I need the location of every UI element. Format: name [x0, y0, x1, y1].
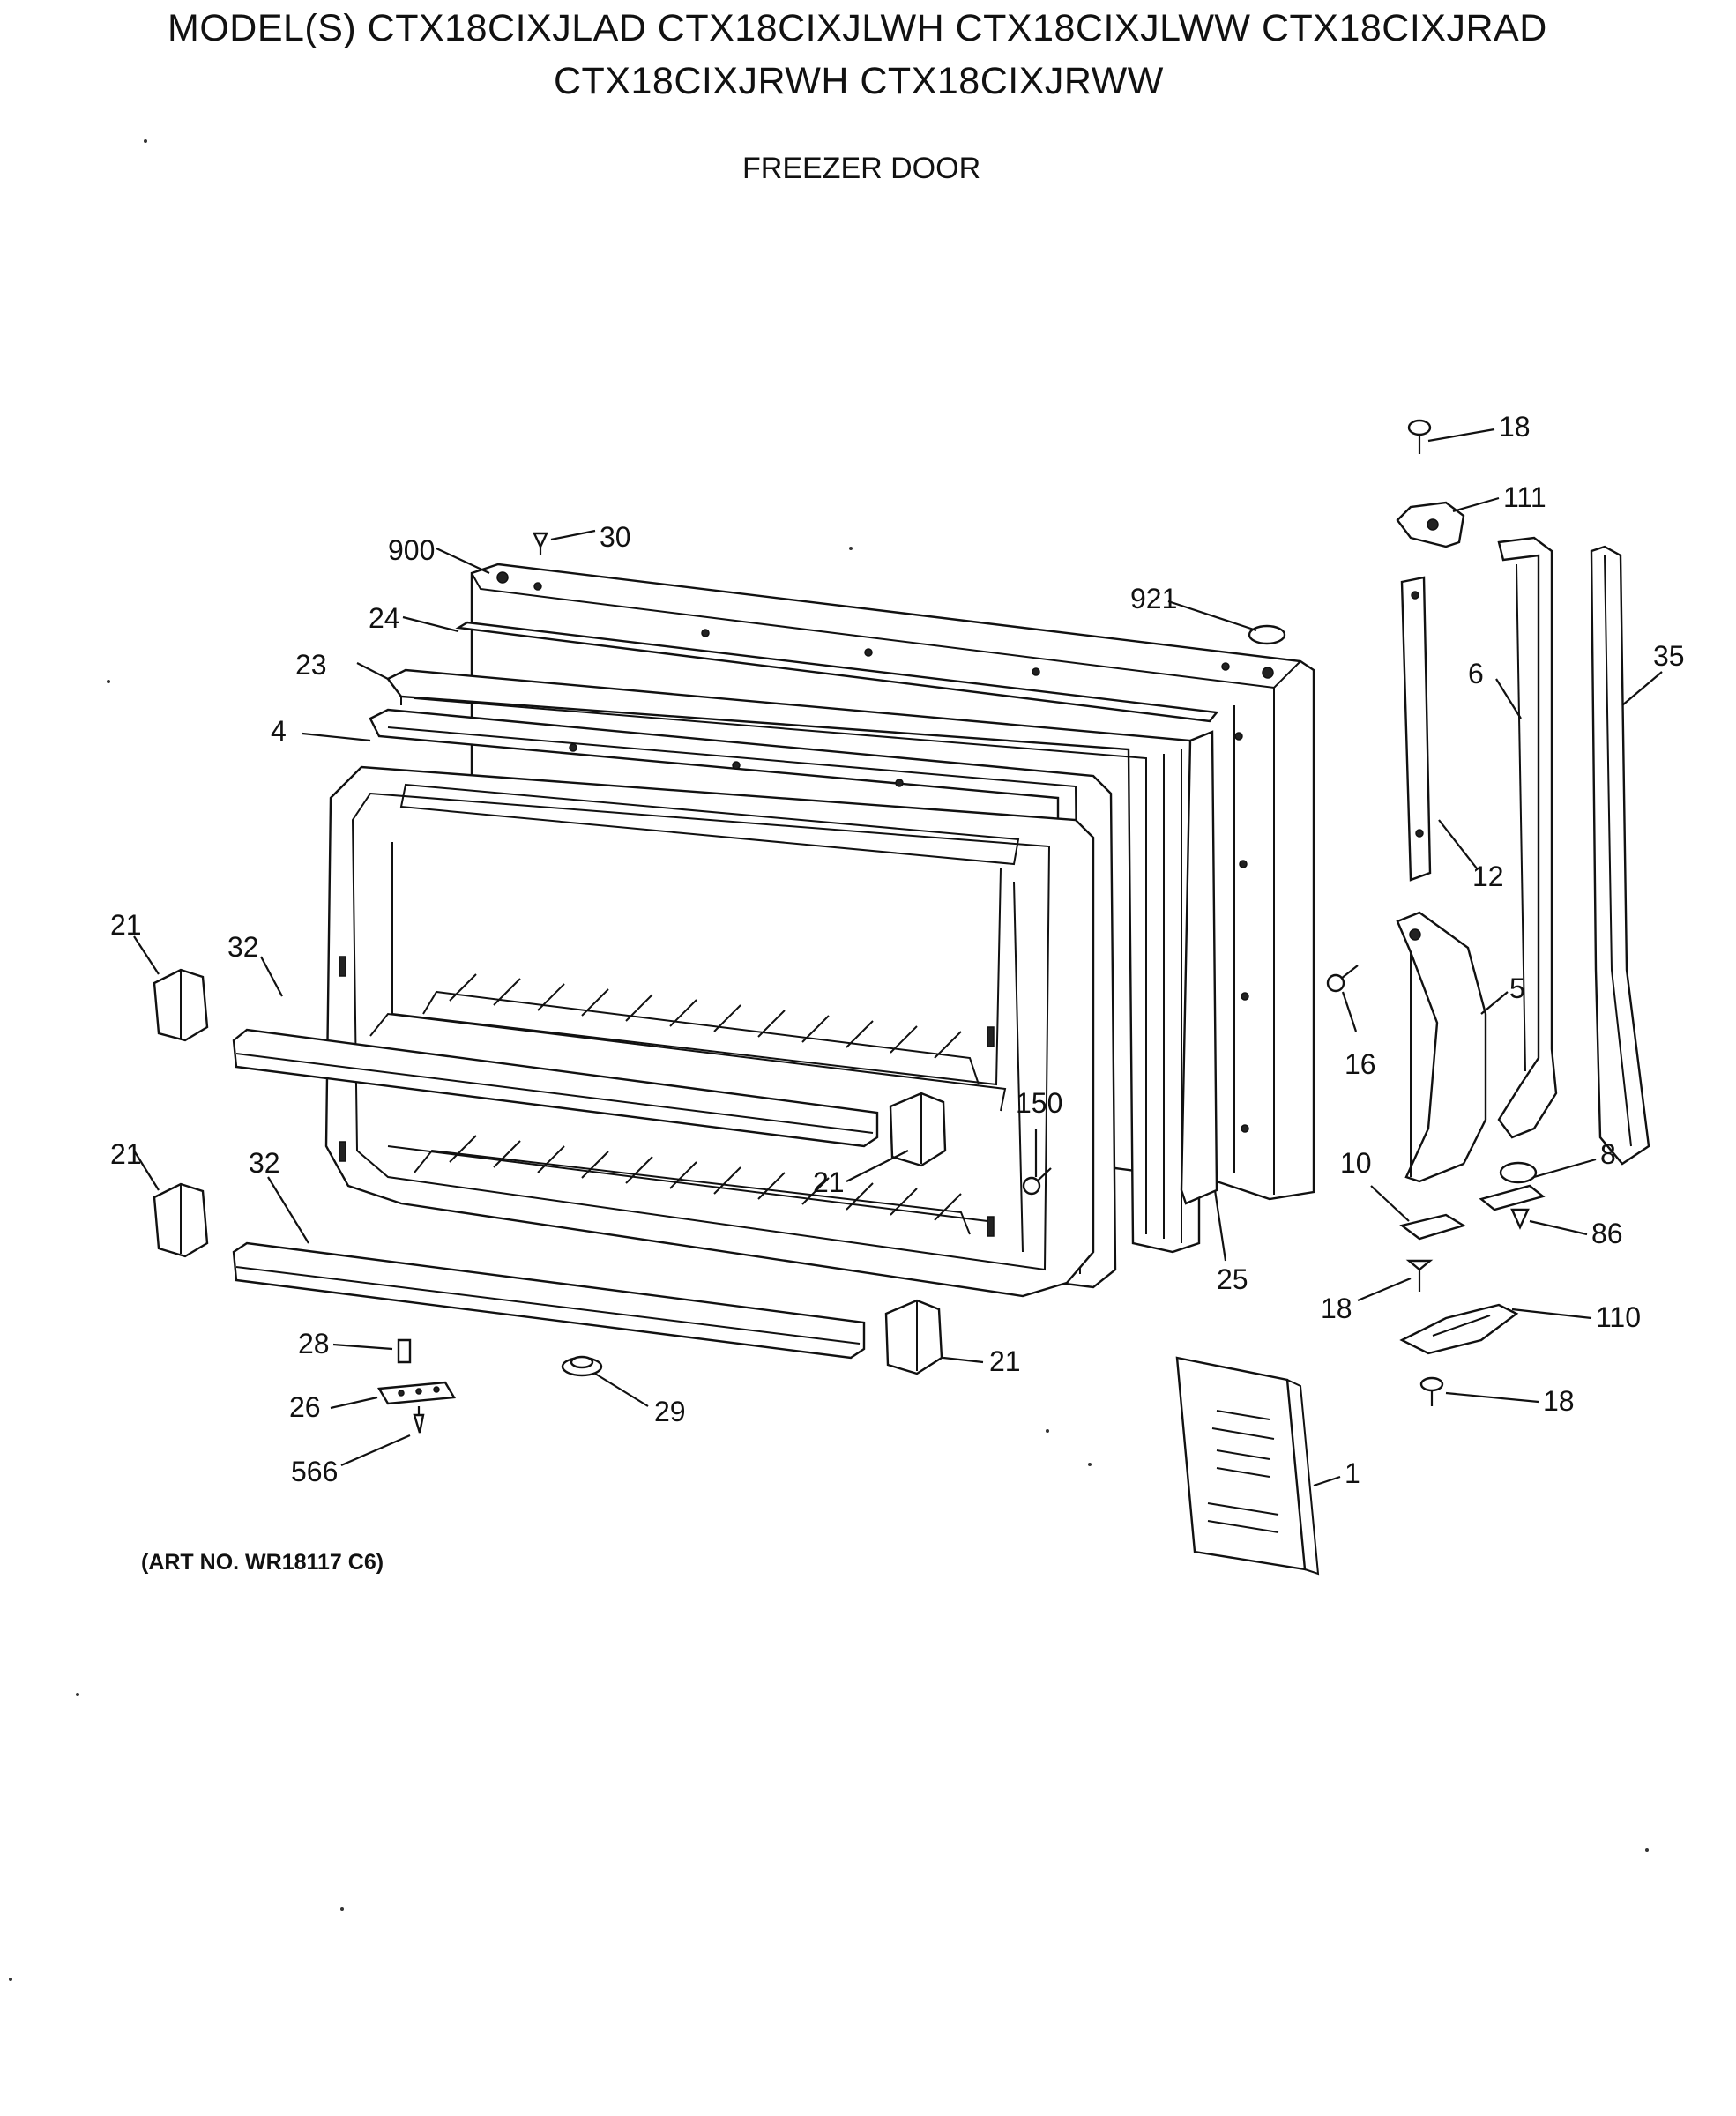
callout-24: 24 — [369, 602, 400, 634]
part-21-end-caps — [153, 968, 947, 1375]
callout-150: 150 — [1016, 1087, 1062, 1119]
model-list-line-1: MODEL(S) CTX18CIXJLAD CTX18CIXJLWH CTX18… — [168, 7, 1547, 49]
callout-32-upper: 32 — [227, 931, 259, 963]
callout-18-lower: 18 — [1543, 1385, 1575, 1417]
part-26-hinge-plate — [377, 1381, 456, 1405]
part-32-lower-shelf-bar — [232, 1241, 866, 1360]
scan-specks — [9, 139, 1649, 1981]
inner-door-liner — [324, 765, 1095, 1298]
callout-21-upper-left: 21 — [110, 909, 142, 941]
callout-18-mid: 18 — [1321, 1293, 1352, 1324]
part-18-mid-screw — [1405, 1259, 1434, 1292]
callout-18: 18 — [1499, 411, 1531, 443]
callout-labels: 18 111 30 900 921 24 23 4 35 6 12 21 32 … — [110, 411, 1685, 1489]
callout-8: 8 — [1600, 1138, 1616, 1170]
callout-29: 29 — [654, 1396, 686, 1427]
callout-16: 16 — [1345, 1048, 1376, 1080]
part-16-screw — [1326, 965, 1359, 993]
callout-26: 26 — [289, 1391, 321, 1423]
part-111-top-hinge — [1396, 501, 1465, 548]
part-32-upper-shelf-bar — [232, 1028, 879, 1148]
callout-23: 23 — [295, 649, 327, 681]
callout-30: 30 — [600, 521, 631, 553]
callout-21-center: 21 — [813, 1166, 845, 1198]
callout-21-lower-left: 21 — [110, 1138, 142, 1170]
part-24-top-trim — [455, 621, 1219, 723]
section-title: FREEZER DOOR — [742, 152, 981, 185]
callout-5: 5 — [1509, 972, 1525, 1004]
art-number: (ART NO. WR18117 C6) — [141, 1550, 384, 1575]
callout-25: 25 — [1217, 1263, 1248, 1295]
callout-4: 4 — [271, 715, 287, 747]
part-25-gasket-side — [1180, 730, 1218, 1205]
part-110-bottom-hinge — [1399, 1303, 1519, 1355]
callout-566: 566 — [291, 1456, 338, 1487]
callout-28: 28 — [298, 1328, 330, 1360]
part-10-block — [1399, 1213, 1466, 1241]
callout-35: 35 — [1653, 640, 1685, 672]
part-150-screw — [1022, 1167, 1052, 1196]
part-5-hinge-cover — [1396, 911, 1487, 1183]
callout-6: 6 — [1468, 658, 1484, 689]
part-28-pin — [397, 1338, 412, 1364]
model-list-line-2: CTX18CIXJRWH CTX18CIXJRWW — [554, 60, 1164, 102]
callout-21-lower-right: 21 — [989, 1345, 1021, 1377]
callout-900: 900 — [388, 534, 435, 566]
callout-12: 12 — [1472, 861, 1504, 892]
part-921-plug — [1248, 624, 1286, 645]
part-35-handle-insert — [1590, 545, 1650, 1166]
callout-921: 921 — [1130, 583, 1177, 615]
part-18-lower-screw — [1419, 1376, 1444, 1406]
callout-1: 1 — [1345, 1457, 1360, 1489]
leader-lines — [133, 428, 1663, 1487]
part-12-bracket — [1400, 576, 1432, 882]
part-566-screw — [413, 1406, 425, 1434]
part-86-screw — [1510, 1208, 1530, 1230]
callout-32-lower: 32 — [249, 1147, 280, 1179]
callout-111: 111 — [1503, 481, 1546, 513]
part-1-literature-booklet — [1175, 1356, 1320, 1576]
part-6-handle-rail — [1497, 536, 1558, 1139]
part-29-bumper — [561, 1355, 603, 1377]
callout-86: 86 — [1591, 1218, 1623, 1249]
callout-110: 110 — [1596, 1301, 1641, 1333]
part-18-top-screw — [1407, 419, 1432, 454]
part-8-washer — [1479, 1161, 1546, 1211]
callout-10: 10 — [1340, 1147, 1372, 1179]
part-23-liner-frame — [386, 668, 1201, 1254]
part-30-screw — [533, 532, 548, 555]
